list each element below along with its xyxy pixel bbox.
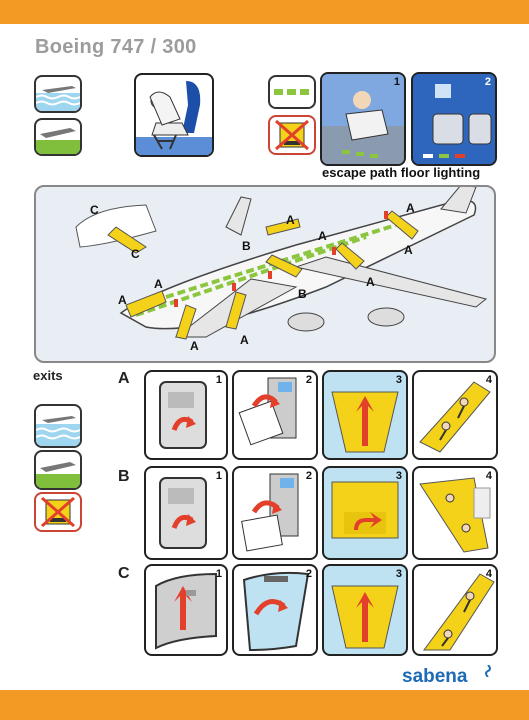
step-number: 2 [305, 374, 312, 386]
step-number: 1 [393, 76, 400, 88]
exit-b-step-3: 3 [322, 466, 408, 560]
floor-lighting-step-1: 1 [320, 72, 406, 166]
exit-a-step-2: 2 [232, 370, 318, 460]
step-number: 1 [215, 568, 222, 580]
step-number: 2 [305, 470, 312, 482]
exit-a-step-3: 3 [322, 370, 408, 460]
page-title: Boeing 747 / 300 [35, 36, 197, 58]
exit-a-step-1: 1 [144, 370, 228, 460]
exit-label: A [190, 339, 199, 353]
step-number: 4 [485, 568, 492, 580]
exit-c-step-1: 1 [144, 564, 228, 656]
step-number: 4 [485, 470, 492, 482]
exit-label: A [406, 201, 415, 215]
exit-b-step-2: 2 [232, 466, 318, 560]
land-landing-icon [34, 450, 82, 490]
aircraft-exit-overview: C C A A A A B B A A A A A [34, 185, 496, 363]
step-number: 4 [485, 374, 492, 386]
floor-lighting-icon [268, 75, 316, 109]
exit-b-step-1: 1 [144, 466, 228, 560]
exit-label: A [154, 277, 163, 291]
top-orange-stripe [0, 0, 529, 24]
land-landing-icon [34, 118, 82, 156]
no-heels-icon [34, 492, 82, 532]
exit-a-step-4: 4 [412, 370, 498, 460]
exit-b-step-4: 4 [412, 466, 498, 560]
exits-label: exits [33, 368, 63, 383]
exit-c-step-3: 3 [322, 564, 408, 656]
exit-label: A [118, 293, 127, 307]
water-landing-icon [34, 404, 82, 448]
exit-label: C [131, 247, 140, 261]
exit-label: B [298, 287, 307, 301]
step-number: 3 [395, 470, 402, 482]
exit-row-label: C [118, 565, 130, 582]
exit-c-step-4: 4 [412, 564, 498, 656]
bottom-orange-stripe [0, 690, 529, 720]
exit-c-step-2: 2 [232, 564, 318, 656]
step-number: 3 [395, 568, 402, 580]
step-number: 1 [215, 374, 222, 386]
brand-logo: sabena [402, 666, 468, 687]
step-number: 2 [305, 568, 312, 580]
brand-mark-icon [484, 664, 492, 678]
exit-label: A [366, 275, 375, 289]
floor-lighting-caption: escape path floor lighting [322, 165, 481, 180]
exit-row-label: B [118, 468, 130, 485]
exit-row-label: A [118, 370, 130, 387]
exit-label: A [404, 243, 413, 257]
exit-label: A [318, 229, 327, 243]
step-number: 1 [215, 470, 222, 482]
exit-label: B [242, 239, 251, 253]
no-heels-icon [268, 115, 316, 155]
water-landing-icon [34, 75, 82, 113]
step-number: 2 [484, 76, 491, 88]
exit-label: A [240, 333, 249, 347]
floor-lighting-step-2: 2 [411, 72, 497, 166]
step-number: 3 [395, 374, 402, 386]
exit-label: C [90, 203, 99, 217]
brace-position-panel [134, 73, 214, 157]
exit-label: A [286, 213, 295, 227]
